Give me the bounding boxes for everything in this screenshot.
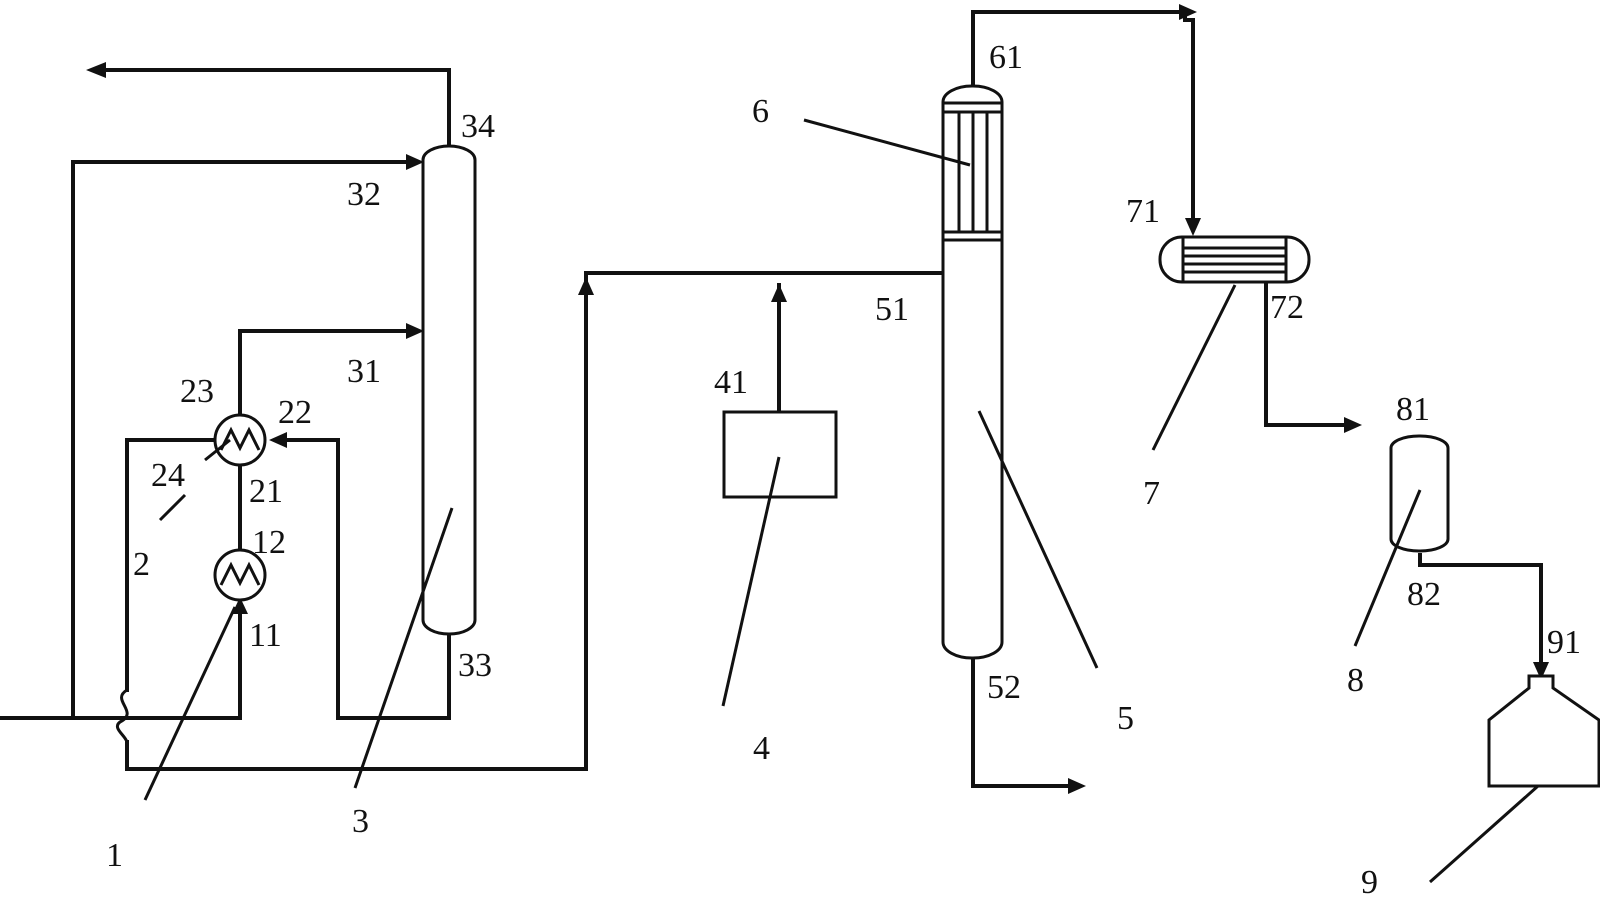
label-61: 61 [989, 39, 1023, 76]
leader-4 [721, 456, 781, 707]
arrow-inlet-22 [269, 432, 287, 448]
arrow-into-exchanger-1 [232, 597, 248, 614]
arrow-inlet-81 [1344, 417, 1362, 433]
label-4: 4 [753, 730, 770, 767]
storage-tank-9 [1487, 674, 1600, 788]
label-91: 91 [1547, 624, 1581, 661]
label-3: 3 [352, 803, 369, 840]
bottoms-33-line [278, 438, 451, 720]
leader-lines [143, 118, 1539, 884]
piping [0, 10, 1543, 788]
bottoms-52-line [971, 654, 1072, 788]
arrow-inlet-31 [406, 323, 424, 339]
label-12: 12 [252, 524, 286, 561]
tank-4 [722, 410, 838, 499]
label-34: 34 [461, 108, 495, 145]
label-2: 2 [133, 546, 150, 583]
leader-1 [143, 606, 237, 801]
heat-exchanger-2 [213, 413, 267, 467]
pipe-to-inlet-31 [238, 329, 414, 418]
label-71: 71 [1126, 193, 1160, 230]
arrow-feed-41 [771, 284, 787, 302]
label-7: 7 [1143, 475, 1160, 512]
leader-2 [204, 438, 231, 462]
arrow-inlet-32 [406, 154, 424, 170]
leader-3 [353, 507, 454, 789]
leader-5 [977, 410, 1099, 669]
line-break-symbol [115, 688, 129, 743]
leader-8 [1353, 489, 1422, 647]
label-82: 82 [1407, 576, 1441, 613]
label-41: 41 [714, 364, 748, 401]
arrow-riser [578, 277, 594, 295]
leader-24 [158, 493, 187, 522]
label-1: 1 [106, 837, 123, 874]
leader-9 [1429, 784, 1539, 884]
pipe-to-inlet-32 [71, 160, 414, 720]
label-6: 6 [752, 93, 769, 130]
label-23: 23 [180, 373, 214, 410]
overhead-34-line [98, 68, 451, 152]
label-11: 11 [249, 617, 282, 654]
label-72: 72 [1270, 289, 1304, 326]
label-31: 31 [347, 353, 381, 390]
pipe-82-line [1418, 553, 1543, 668]
arrow-overhead-61 [1179, 4, 1197, 20]
leader-7 [1151, 284, 1237, 451]
label-33: 33 [458, 647, 492, 684]
arrow-inlet-71 [1185, 218, 1201, 236]
label-51: 51 [875, 291, 909, 328]
arrow-inlet-91 [1533, 662, 1549, 680]
label-9: 9 [1361, 864, 1378, 901]
label-8: 8 [1347, 662, 1364, 699]
column-3 [421, 144, 477, 636]
labels: 1 11 12 2 21 22 23 24 3 31 32 33 34 4 41… [106, 39, 1581, 901]
label-32: 32 [347, 176, 381, 213]
heat-exchanger-1 [213, 548, 267, 602]
label-24: 24 [151, 457, 185, 494]
label-22: 22 [278, 394, 312, 431]
lower-transfer-line [125, 273, 588, 771]
arrowheads [86, 4, 1549, 794]
arrow-overhead-34 [86, 62, 106, 78]
arrow-bottoms-52 [1068, 778, 1086, 794]
leader-6 [803, 118, 971, 167]
label-5: 5 [1117, 700, 1134, 737]
pipe-24-line [125, 438, 216, 692]
label-52: 52 [987, 669, 1021, 706]
packing-section-6 [943, 101, 1002, 232]
label-81: 81 [1396, 391, 1430, 428]
cooler-7 [1158, 235, 1311, 284]
pipe-72-line [1264, 280, 1347, 427]
label-21: 21 [249, 473, 283, 510]
